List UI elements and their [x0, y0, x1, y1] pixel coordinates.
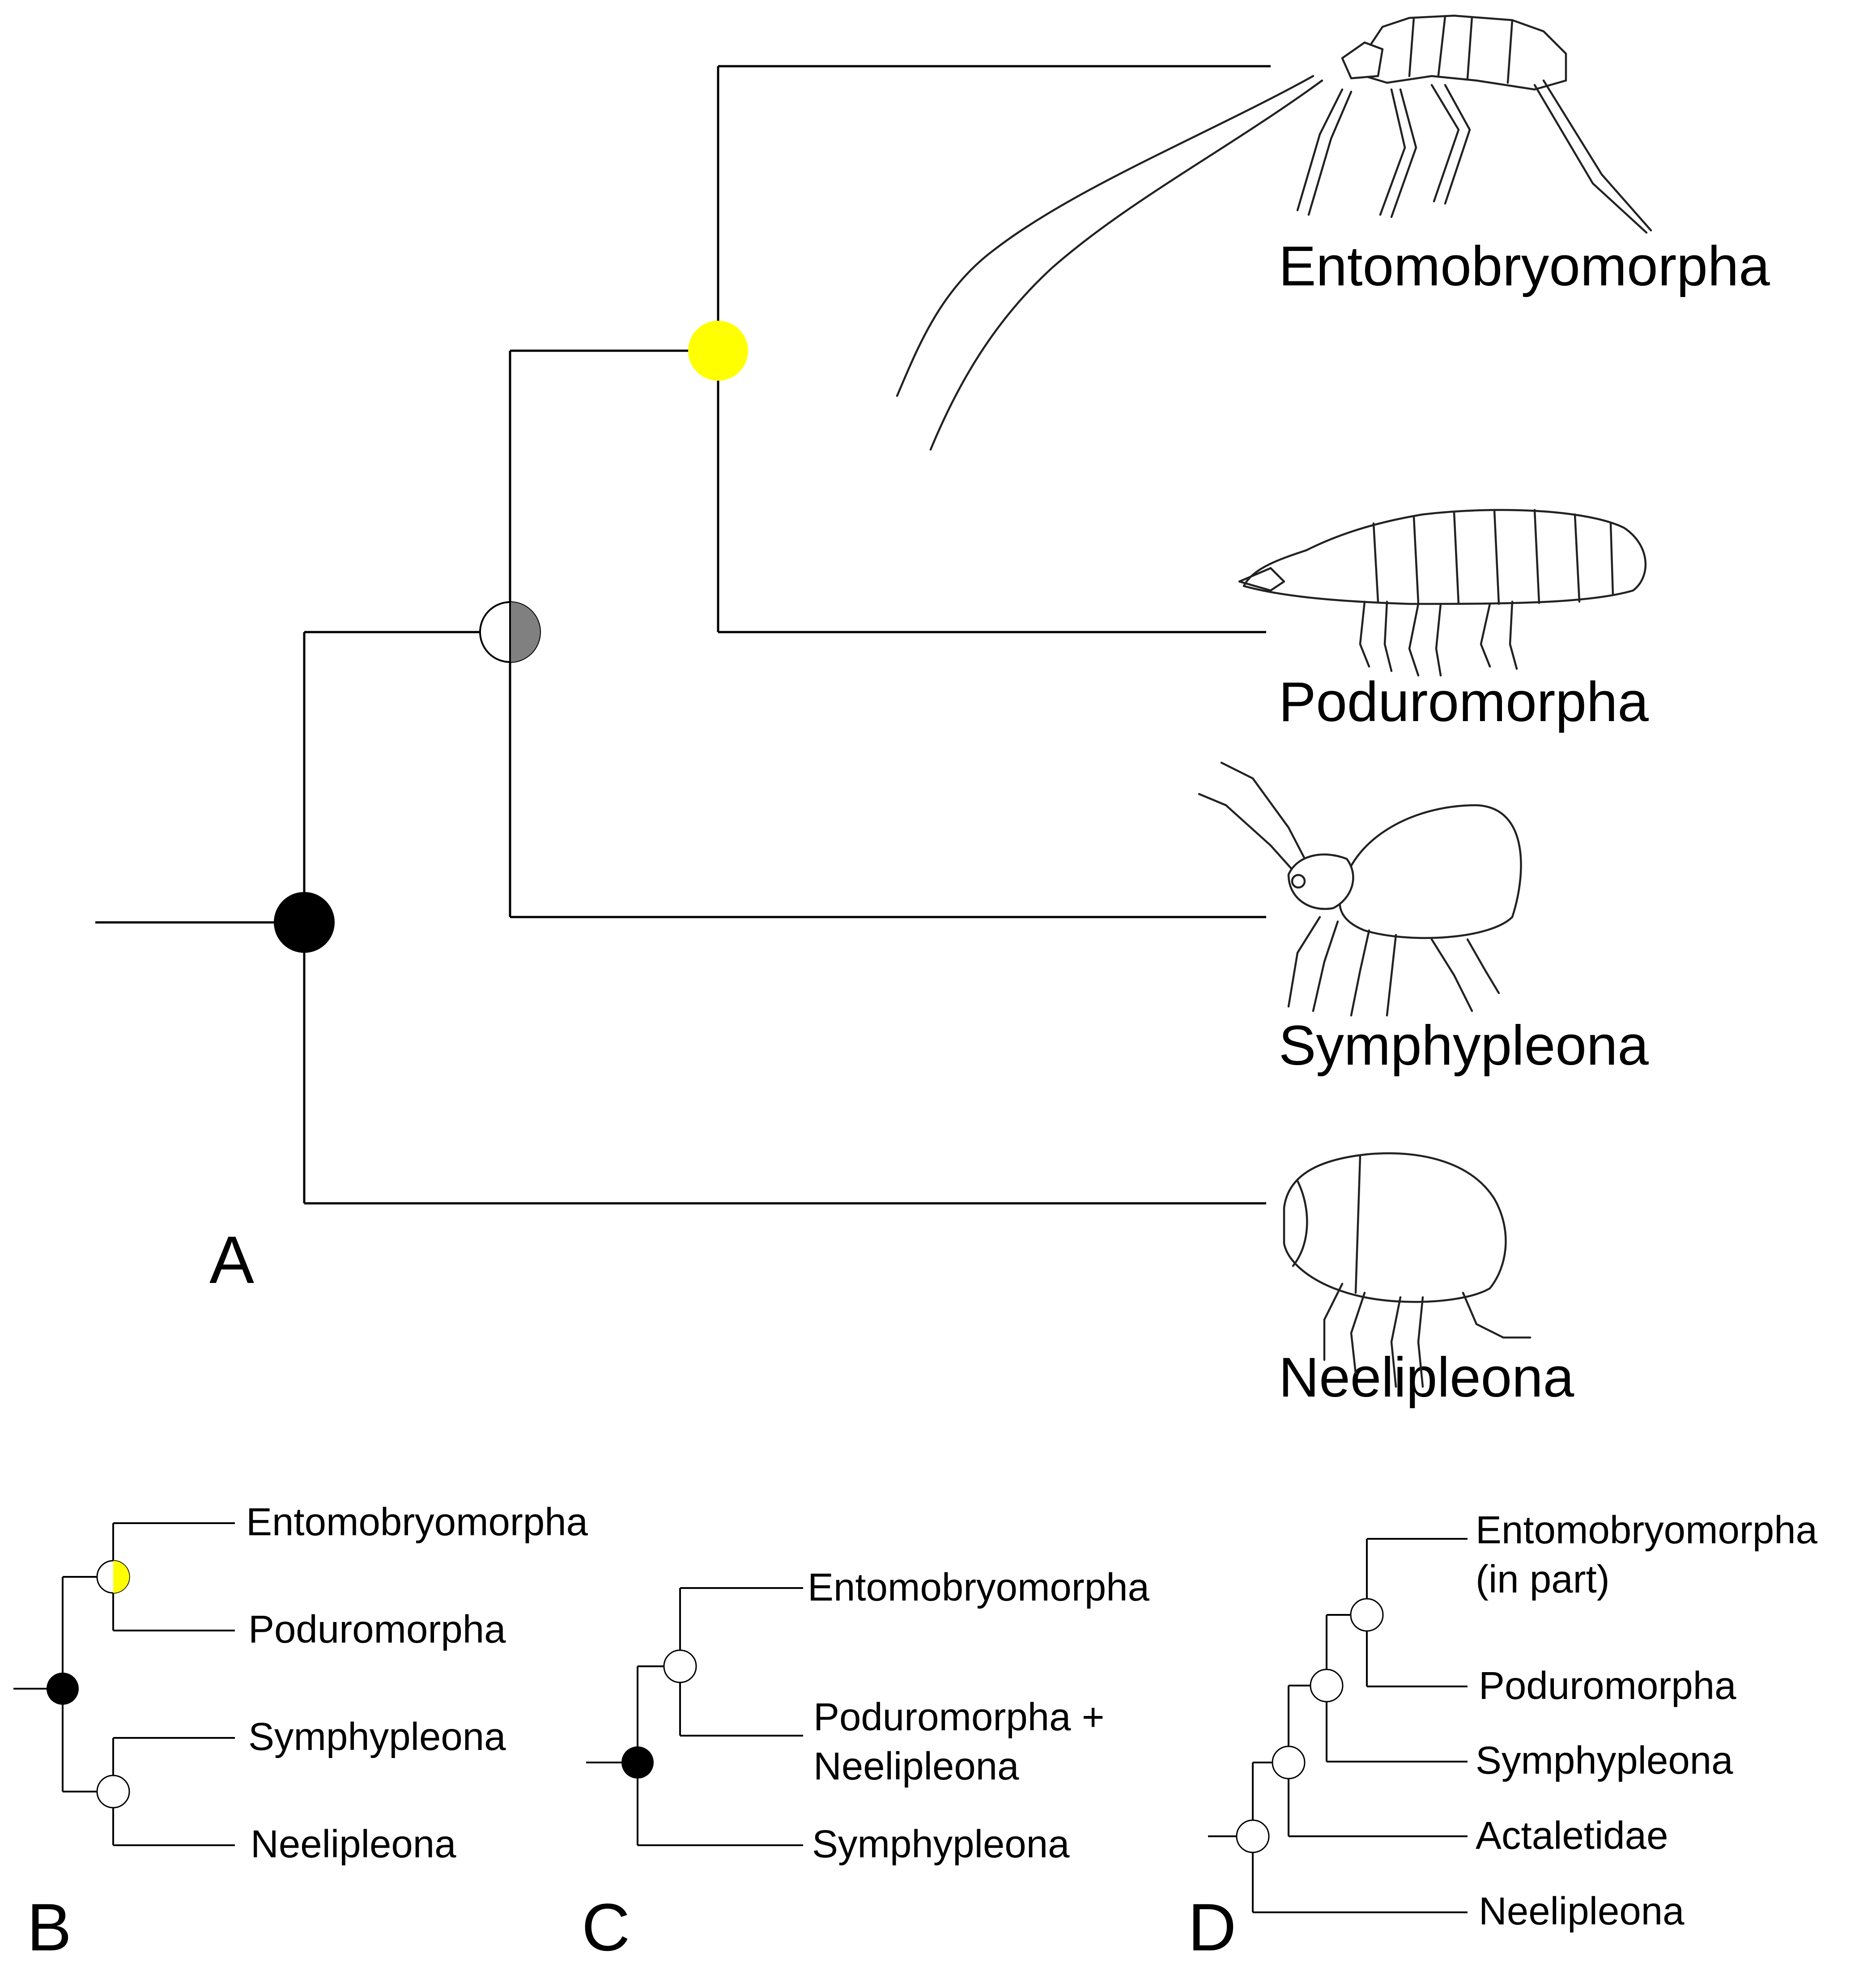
panel-b-label-entomobryomorpha: Entomobryomorpha — [246, 1500, 588, 1544]
neelipleona-illustration — [1283, 1152, 1531, 1388]
poduromorpha-illustration — [1238, 509, 1647, 677]
panel-b-letter: B — [27, 1890, 72, 1962]
panel-d-label-symphypleona: Symphypleona — [1476, 1739, 1733, 1782]
panel-a-label-poduromorpha: Poduromorpha — [1279, 671, 1649, 733]
panel-b-label-neelipleona: Neelipleona — [251, 1822, 456, 1866]
panel-d-label-actaletidae: Actaletidae — [1476, 1814, 1668, 1857]
entomobryomorpha-illustration — [896, 14, 1652, 451]
panel-a-label-symphypleona: Symphypleona — [1279, 1015, 1649, 1077]
panel-b-half-yellow-node — [96, 1560, 130, 1594]
panel-b-label-symphypleona: Symphypleona — [248, 1715, 506, 1758]
panel-a-label-entomobryomorpha: Entomobryomorpha — [1279, 235, 1770, 297]
panel-d-label-poduromorpha: Poduromorpha — [1479, 1664, 1736, 1707]
panel-c-white-node — [663, 1649, 697, 1683]
panel-c-tree — [586, 1587, 803, 1846]
panel-a-tree — [95, 65, 1271, 1205]
panel-c-label-neelipleona: Neelipleona — [813, 1745, 1019, 1788]
panel-b-white-node — [96, 1775, 130, 1809]
panel-b-label-poduromorpha: Poduromorpha — [248, 1608, 506, 1651]
panel-a-letter: A — [209, 1222, 254, 1297]
panel-a-label-neelipleona: Neelipleona — [1279, 1346, 1574, 1409]
panel-c-label-entomobryomorpha: Entomobryomorpha — [808, 1566, 1150, 1609]
panel-d-letter: D — [1188, 1890, 1236, 1962]
panel-d-node-1 — [1236, 1819, 1270, 1853]
panel-d-label-entomobryomorpha: Entomobryomorpha — [1476, 1508, 1818, 1552]
panel-d-tree — [1208, 1538, 1468, 1913]
symphypleona-illustration — [1198, 761, 1522, 1017]
panel-a-yellow-node — [688, 321, 748, 381]
panel-c-letter: C — [582, 1890, 630, 1962]
panel-d-node-2 — [1272, 1745, 1306, 1779]
panel-d-node-3 — [1310, 1669, 1344, 1703]
panel-a-root-node-black — [274, 892, 335, 953]
panel-c-root-node-black — [621, 1746, 654, 1779]
panel-d-label-neelipleona: Neelipleona — [1479, 1890, 1685, 1933]
panel-b-root-node-black — [47, 1673, 79, 1705]
panel-d-node-4 — [1350, 1598, 1384, 1632]
panel-c-label-poduromorpha-plus: Poduromorpha + — [813, 1695, 1105, 1739]
panel-d-label-in-part: (in part) — [1476, 1558, 1610, 1601]
panel-c-label-symphypleona: Symphypleona — [812, 1822, 1070, 1866]
panel-a-half-gray-node — [479, 601, 541, 663]
